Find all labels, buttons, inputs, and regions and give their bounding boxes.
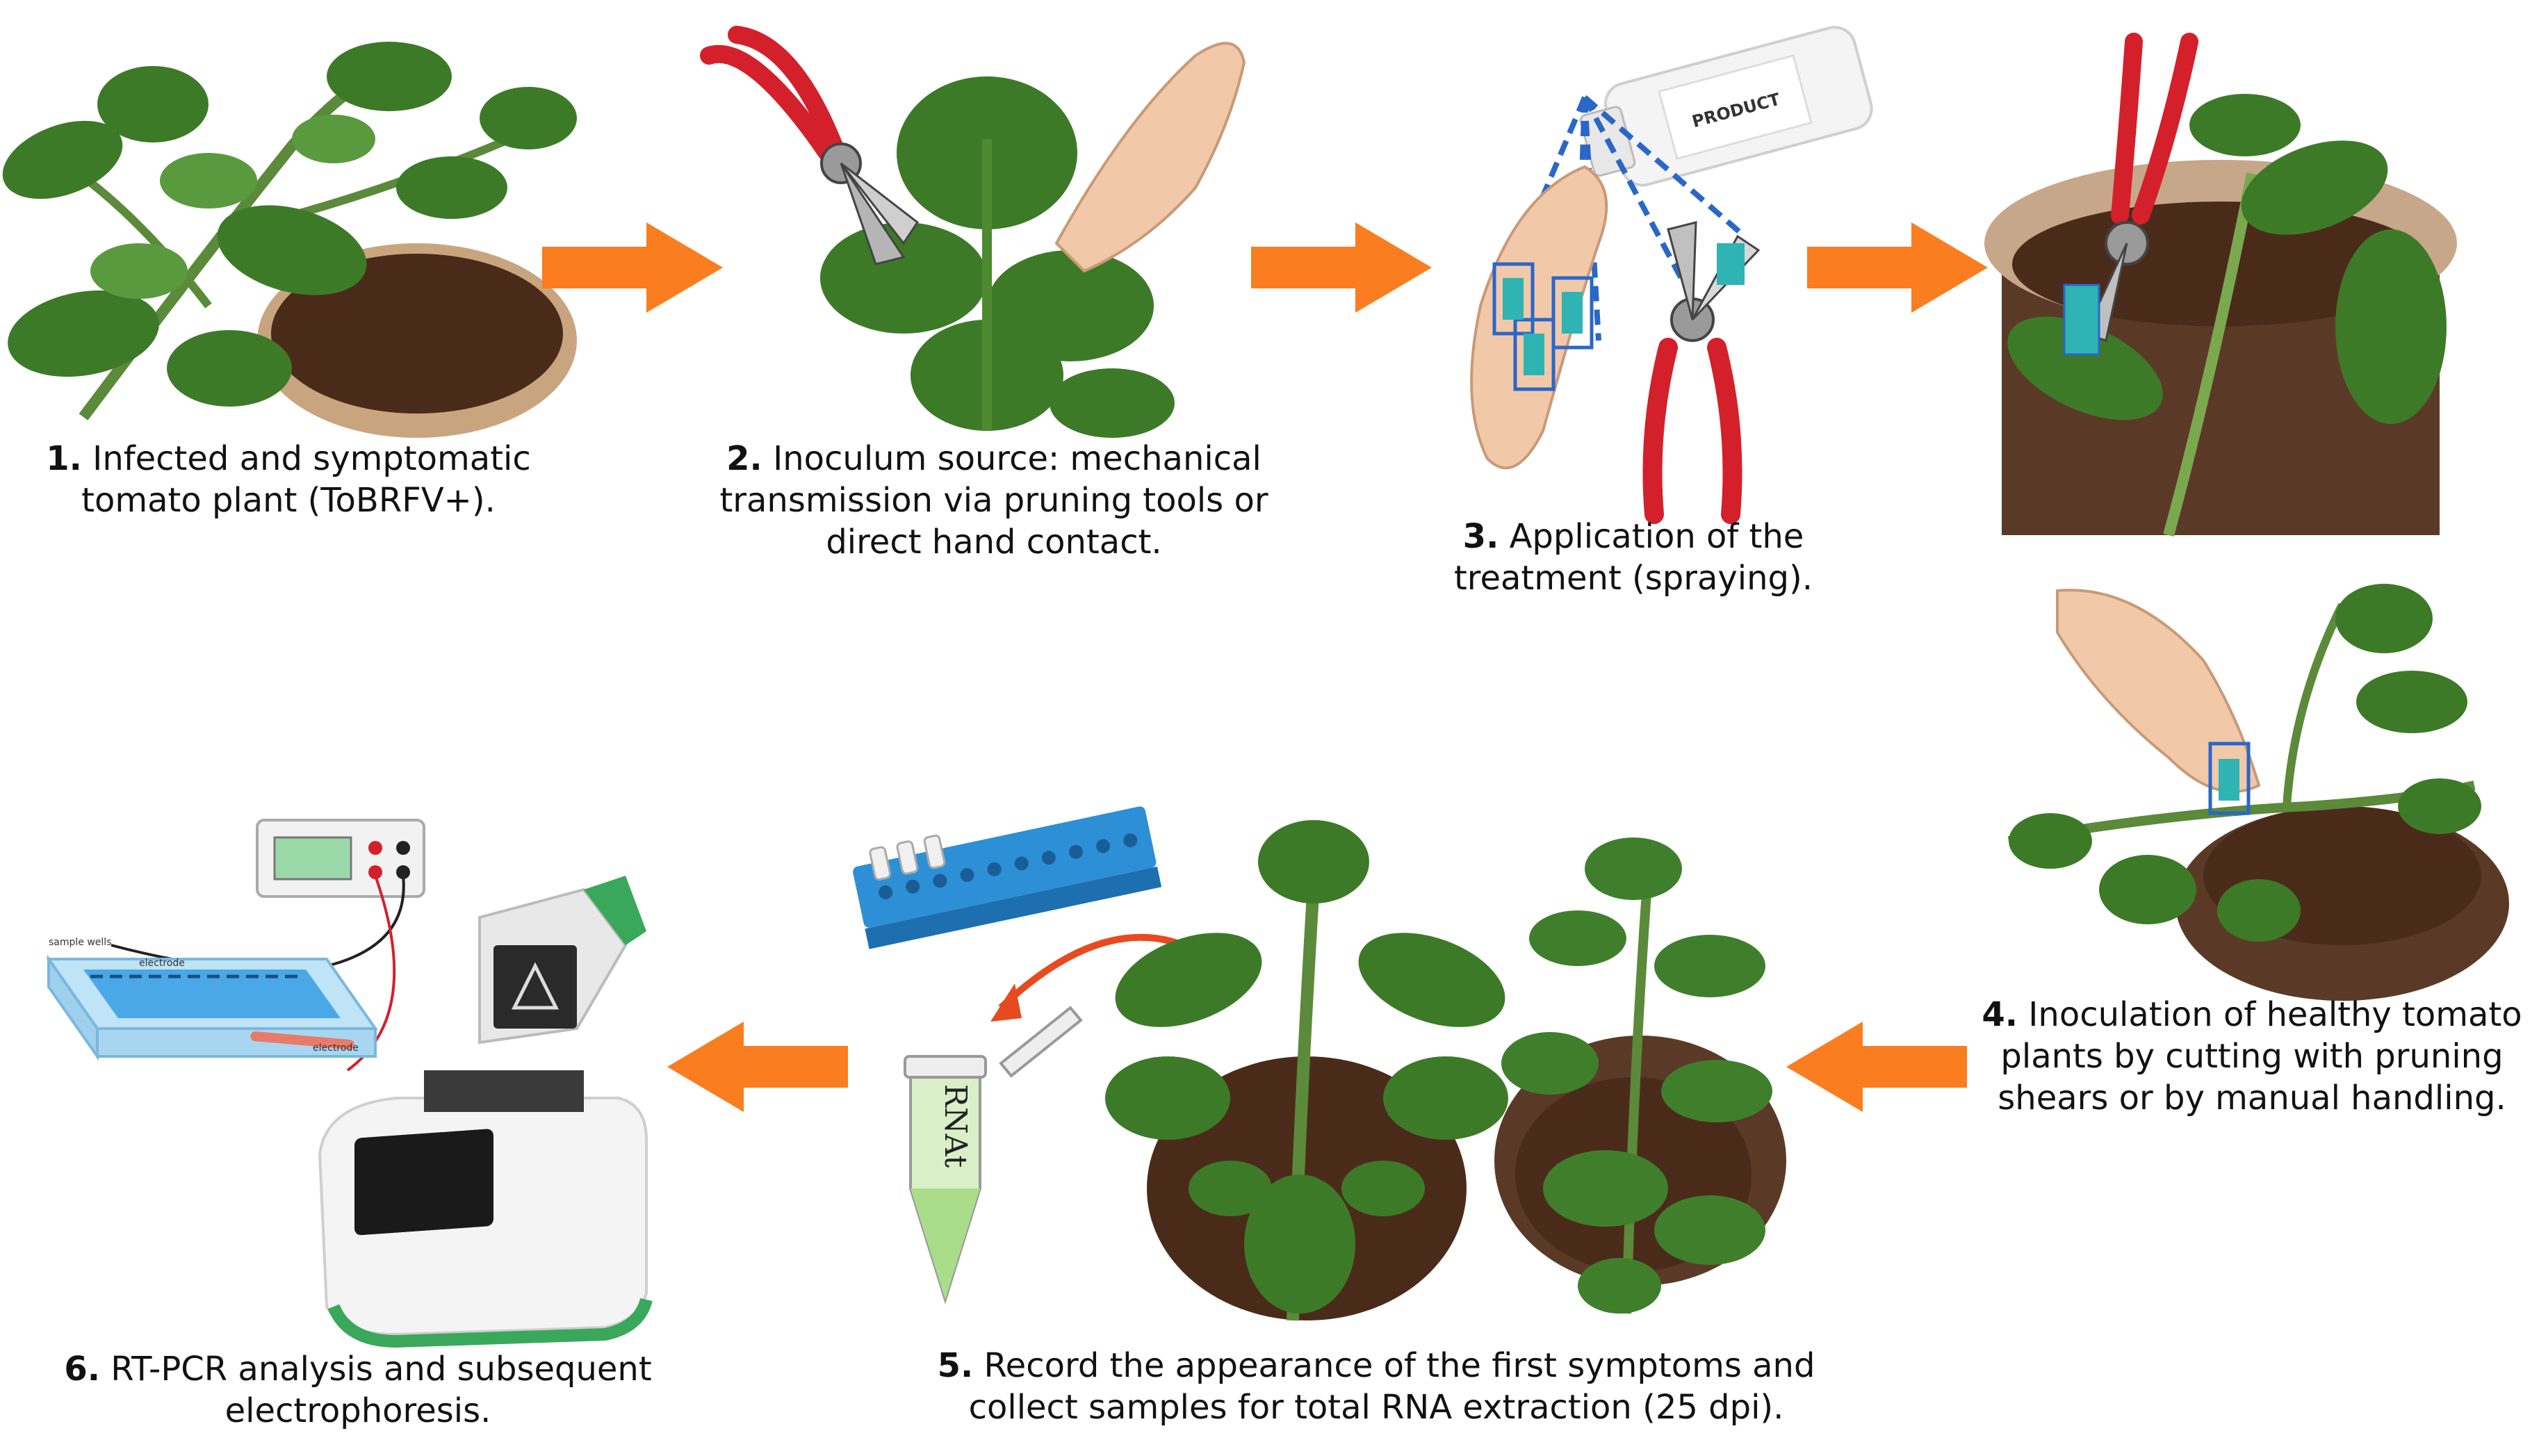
step-2-caption: 2. Inoculum source: mechanical transmiss… [719,439,1268,562]
inoculation-hand-image [2007,584,2509,1001]
step-6-caption: 6. RT-PCR analysis and subsequent electr… [64,1350,652,1430]
step-3-caption: 3. Application of the treatment (sprayin… [1453,517,1813,598]
step-4-caption: 4. Inoculation of healthy tomato plants … [1982,995,2522,1118]
arrow-step5-to-step6 [667,1022,848,1112]
rtpcr-electrophoresis-image: sample wells electrode electrode [46,819,653,1348]
rna-tube-label: RNAt [938,1084,973,1168]
inoculation-shears-image [1984,33,2457,537]
symptom-record-image: RNAt [853,806,1786,1321]
gel-electrode-top-label: electrode [139,958,185,969]
step-1-caption: 1. Infected and symptomatic tomato plant… [46,439,531,520]
gel-wells-label: sample wells [49,937,112,948]
step-5-caption: 5. Record the appearance of the first sy… [937,1346,1815,1427]
arrow-step1-to-step2 [542,222,723,313]
gel-electrode-bottom-label: electrode [313,1042,359,1054]
arrow-step2-to-step3 [1251,222,1432,313]
infected-plant-image [2,42,577,438]
arrow-step4-to-step5 [1786,1022,1967,1112]
spraying-treatment-image: PRODUCT [1470,26,1873,524]
inoculum-source-image [700,26,1246,438]
arrow-step3-to-step4 [1807,222,1988,313]
